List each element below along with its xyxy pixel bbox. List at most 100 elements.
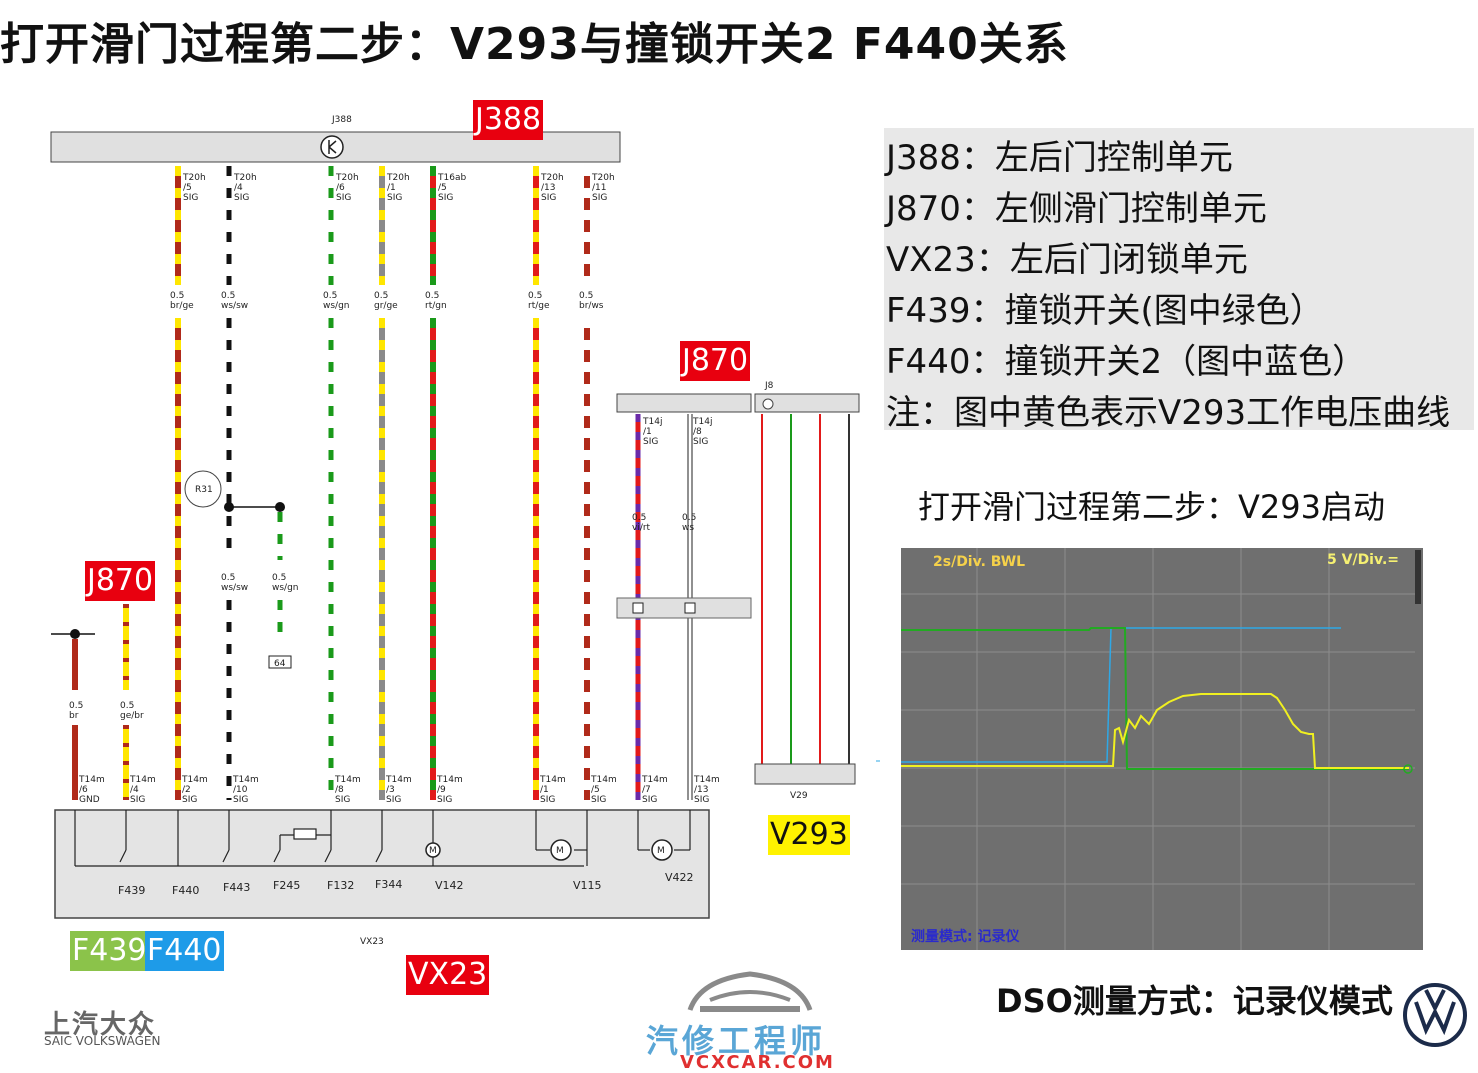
tag-f439: F439 (70, 931, 149, 971)
tag-f440: F440 (145, 931, 224, 971)
legend-item: F440：撞锁开关2（图中蓝色） (886, 342, 1367, 382)
svg-text:M: M (429, 846, 437, 856)
legend-item: F439：撞锁开关(图中绿色） (886, 291, 1324, 331)
component-label: V115 (573, 879, 602, 892)
splice-dot (70, 629, 80, 639)
dso-method: DSO测量方式：记录仪模式 (996, 982, 1393, 1020)
component-label: F132 (327, 879, 354, 892)
legend-item: J388：左后门控制单元 (886, 138, 1233, 178)
component-label: F443 (223, 881, 250, 894)
component-label: V422 (665, 871, 694, 884)
scope-scrollbar (1415, 550, 1421, 604)
component-label: F440 (172, 884, 199, 897)
vw-logo-icon (1403, 983, 1467, 1047)
connector-pin (632, 602, 644, 614)
car-watermark-icon (687, 971, 813, 1012)
v293-footer-label: V29 (790, 791, 808, 801)
tag-j870-right: J870 (680, 341, 751, 381)
v293-top-bar (754, 393, 860, 413)
connector-64 (268, 655, 292, 669)
tag-vx23: VX23 (406, 955, 490, 995)
component-label: F344 (375, 878, 402, 891)
svg-text:M: M (657, 846, 665, 856)
motor-icon: M (550, 839, 572, 861)
component-label: F245 (273, 879, 300, 892)
watermark-en: VCXCAR.COM (680, 1052, 835, 1073)
scope-vdiv: 5 V/Div.= (1327, 552, 1400, 568)
vx23-internal-circuit (74, 810, 691, 867)
oscilloscope-screen: 2s/Div. BWL 5 V/Div.= 测量模式: 记录仪 (901, 548, 1423, 950)
scope-mode: 测量模式: 记录仪 (911, 929, 1020, 945)
tag-v293: V293 (768, 815, 850, 855)
scope-end-marker-icon (1403, 764, 1413, 774)
splice-dot (224, 502, 234, 512)
scope-timebase: 2s/Div. BWL (933, 554, 1026, 570)
v293-bottom-bar (754, 763, 856, 785)
connector-64-label: 64 (274, 659, 286, 669)
legend-item: J870：左侧滑门控制单元 (886, 189, 1267, 229)
component-label: V142 (435, 879, 464, 892)
r31-label: R31 (195, 485, 213, 495)
splice-dot (275, 502, 285, 512)
scope-trace-yellow (901, 693, 1409, 769)
tag-j388: J388 (473, 100, 544, 140)
legend-item: 注：图中黄色表示V293工作电压曲线 (886, 393, 1451, 433)
v293-unit-label: J8 (764, 381, 774, 391)
wiring-diagram: J388 T2 (50, 115, 880, 947)
legend-box (884, 128, 1474, 430)
scope-trace-green (901, 627, 1409, 770)
svg-text:M: M (556, 846, 564, 856)
slide-title: 打开滑门过程第二步：V293与撞锁开关2 F440关系 (0, 19, 1069, 70)
watermark-cn: 汽修工程师 (646, 1022, 827, 1060)
motor-icon: M (651, 839, 673, 861)
scope-title: 打开滑门过程第二步：V293启动 (918, 488, 1385, 526)
r31-component (184, 470, 222, 508)
tag-j870-left: J870 (85, 561, 156, 601)
v293-symbol-icon (762, 398, 774, 410)
component-label: F439 (118, 884, 145, 897)
legend-item: VX23：左后门闭锁单元 (886, 240, 1248, 280)
component-labels: F439 F440 F443 F245 F132 F344 V142 V115 V422 (118, 871, 694, 897)
saic-logo-en: SAIC VOLKSWAGEN (44, 1034, 161, 1048)
saic-logo-cn: 上汽大众 (44, 1010, 157, 1040)
vx23-unit-label: VX23 (360, 937, 384, 947)
motor-icon: M (425, 842, 441, 858)
connector-pin (684, 602, 696, 614)
j870-unit-bar (616, 393, 752, 413)
